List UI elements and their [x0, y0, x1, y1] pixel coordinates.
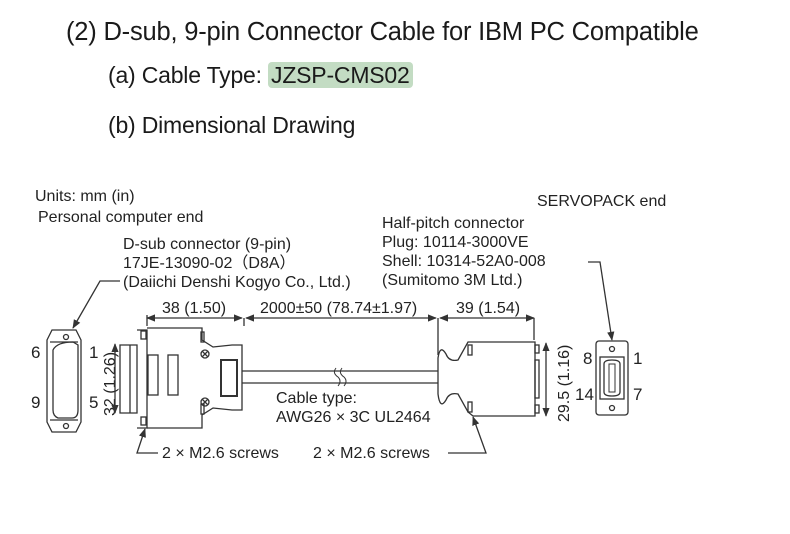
halfpitch-pin-7: 7 — [633, 385, 643, 404]
halfpitch-connector-maker: (Sumitomo 3M Ltd.) — [382, 272, 523, 289]
halfpitch-leader-line — [588, 261, 615, 341]
servopack-end-label: SERVOPACK end — [537, 193, 667, 210]
dsub-screw-hole-top — [62, 333, 70, 341]
halfpitch-plug-part: Plug: 10114-3000VE — [382, 234, 529, 251]
section-title: (2) D-sub, 9-pin Connector Cable for IBM… — [66, 18, 699, 46]
halfpitch-pin-1: 1 — [633, 349, 643, 368]
dim-dsub-length: 38 (1.50) — [162, 300, 227, 317]
cable — [242, 367, 438, 387]
length-dimension-lines — [146, 314, 535, 355]
dsub-connector-maker: (Daiichi Denshi Kogyo Co., Ltd.) — [123, 274, 351, 291]
halfpitch-front-view — [595, 340, 629, 416]
screws-left-leader — [136, 428, 158, 454]
dim-halfpitch-length: 39 (1.54) — [456, 300, 521, 317]
pc-end-label: Personal computer end — [38, 209, 204, 226]
drawing-subtitle: (b) Dimensional Drawing — [108, 112, 356, 138]
halfpitch-pin-8: 8 — [583, 349, 593, 368]
dsub-connector-label: D-sub connector (9-pin) 17JE-13090-02（D8… — [123, 235, 351, 292]
screw-cross-icon — [200, 349, 210, 407]
screws-right-leader — [448, 416, 487, 454]
dim-cable-length: 2000±50 (78.74±1.97) — [260, 300, 418, 317]
halfpitch-side-view — [437, 341, 550, 417]
halfpitch-shell-part: Shell: 10314-52A0-008 — [382, 253, 546, 270]
units-label: Units: mm (in) — [35, 188, 135, 205]
dsub-pin-1: 1 — [89, 343, 99, 362]
dsub-front-view — [46, 329, 82, 433]
dsub-side-view — [111, 327, 243, 429]
screws-right-label: 2 × M2.6 screws — [313, 445, 430, 462]
dsub-connector-name: D-sub connector (9-pin) — [123, 236, 292, 253]
dsub-screw-hole-bottom — [62, 422, 70, 430]
dsub-leader-line — [72, 280, 120, 329]
cable-type-spec-label: Cable type: — [276, 390, 357, 407]
halfpitch-pin-14: 14 — [575, 385, 594, 404]
cable-type-label: (a) Cable Type: — [108, 62, 269, 88]
screws-left-label: 2 × M2.6 screws — [162, 445, 279, 462]
cable-type-line: (a) Cable Type: JZSP-CMS02 — [108, 62, 413, 89]
dsub-pin-9: 9 — [31, 393, 41, 412]
dsub-pin-5: 5 — [89, 393, 99, 412]
dsub-connector-part: 17JE-13090-02（D8A） — [123, 255, 296, 272]
cable-type-value[interactable]: JZSP-CMS02 — [268, 62, 413, 88]
cable-type-spec: Cable type: AWG26 × 3C UL2464 — [276, 389, 431, 427]
dsub-pin-6: 6 — [31, 343, 41, 362]
halfpitch-connector-name: Half-pitch connector — [382, 215, 525, 232]
halfpitch-connector-label: Half-pitch connector Plug: 10114-3000VE … — [382, 214, 546, 290]
cable-type-spec-value: AWG26 × 3C UL2464 — [276, 409, 431, 426]
